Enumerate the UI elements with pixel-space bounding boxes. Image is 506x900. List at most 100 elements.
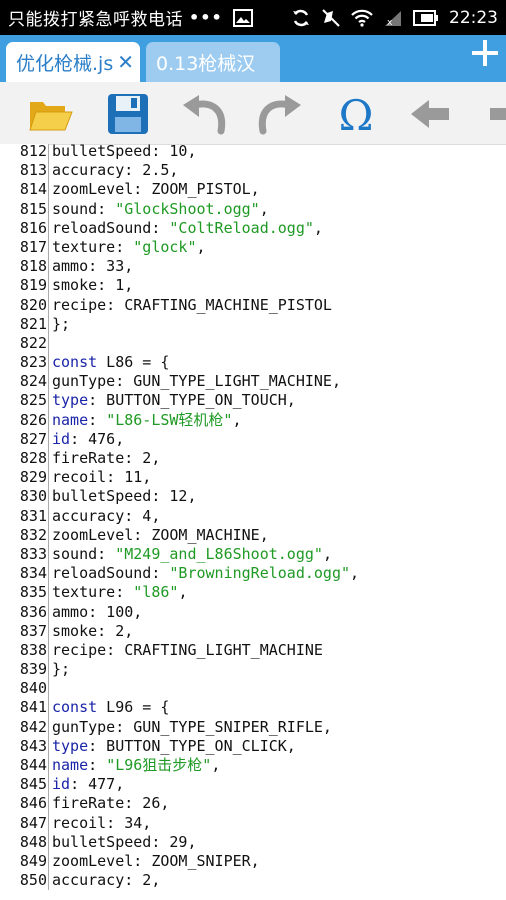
- more-toolbar-icon[interactable]: [484, 90, 506, 138]
- code-token: zoomLevel: ZOOM_MACHINE,: [52, 525, 269, 544]
- svg-text:Ω: Ω: [339, 92, 374, 136]
- gutter-divider: [48, 583, 49, 603]
- close-icon[interactable]: ✕: [117, 50, 134, 74]
- line-number: 848: [0, 832, 48, 852]
- code-text: type: BUTTON_TYPE_ON_CLICK,: [49, 737, 296, 756]
- code-text: recipe: CRAFTING_LIGHT_MACHINE: [49, 641, 323, 660]
- line-number: 813: [0, 161, 48, 181]
- code-line: 839};: [0, 660, 506, 680]
- keyword-token: type: [52, 391, 89, 410]
- keyword-token: name: [52, 410, 89, 429]
- code-token: ,: [178, 583, 188, 602]
- gutter-divider: [48, 506, 49, 526]
- code-token: ,: [322, 544, 332, 563]
- code-token: gunType: GUN_TYPE_SNIPER_RIFLE,: [52, 717, 332, 736]
- code-text: id: 477,: [49, 775, 124, 794]
- gutter-divider: [48, 544, 49, 565]
- line-number: 816: [0, 218, 48, 238]
- gutter-divider: [48, 199, 49, 219]
- code-text: [49, 334, 52, 353]
- omega-icon[interactable]: Ω: [332, 90, 380, 138]
- gutter-divider: [48, 144, 49, 162]
- line-number: 846: [0, 794, 48, 814]
- code-text: smoke: 1,: [49, 276, 133, 295]
- gutter-divider: [48, 851, 49, 872]
- gutter-divider: [48, 679, 49, 699]
- code-token: : 476,: [70, 429, 125, 448]
- code-token: zoomLevel: ZOOM_PISTOL,: [52, 180, 260, 199]
- code-token: recoil: 11,: [52, 468, 152, 487]
- code-text: type: BUTTON_TYPE_ON_TOUCH,: [49, 391, 296, 410]
- gutter-divider: [48, 295, 49, 315]
- code-text: bulletSpeed: 29,: [49, 833, 197, 852]
- code-token: sound:: [52, 544, 116, 563]
- line-number: 819: [0, 276, 48, 296]
- line-number: 822: [0, 333, 48, 354]
- back-arrow-icon[interactable]: [408, 90, 456, 138]
- gutter-divider: [48, 276, 49, 296]
- code-text: zoomLevel: ZOOM_SNIPER,: [49, 852, 260, 871]
- code-text: [49, 679, 52, 698]
- overflow-indicator: •••: [189, 8, 223, 27]
- string-token: "L86-LSW轻机枪": [106, 410, 233, 429]
- gutter-divider: [48, 161, 49, 181]
- line-number: 815: [0, 199, 48, 219]
- code-token: sound:: [52, 199, 116, 218]
- line-number: 849: [0, 851, 48, 872]
- code-text: recipe: CRAFTING_MACHINE_PISTOL: [49, 296, 332, 315]
- code-text: name: "L86-LSW轻机枪",: [49, 411, 242, 430]
- redo-icon[interactable]: [256, 90, 304, 138]
- tab-second-file[interactable]: 0.13枪械汉: [146, 42, 280, 82]
- code-token: L86 = {: [97, 353, 170, 372]
- code-text: };: [49, 660, 70, 679]
- gutter-divider: [48, 525, 49, 545]
- undo-icon[interactable]: [180, 90, 228, 138]
- gutter-divider: [48, 237, 49, 258]
- line-number: 845: [0, 775, 48, 795]
- string-token: "L96狙击步枪": [106, 756, 212, 774]
- code-line: 821};: [0, 314, 506, 334]
- gutter-divider: [48, 391, 49, 411]
- tab-active-file[interactable]: 优化枪械.js ✕: [6, 42, 140, 82]
- code-token: ,: [196, 237, 206, 256]
- code-text: recoil: 34,: [49, 814, 151, 833]
- code-token: fireRate: 26,: [52, 794, 170, 813]
- code-text: recoil: 11,: [49, 468, 151, 487]
- add-tab-icon[interactable]: [472, 40, 498, 66]
- code-text: texture: "glock",: [49, 238, 206, 257]
- code-text: fireRate: 26,: [49, 794, 169, 813]
- image-icon: [232, 7, 253, 29]
- code-token: smoke: 1,: [52, 276, 134, 295]
- gutter-divider: [48, 813, 49, 833]
- save-icon[interactable]: [104, 90, 152, 138]
- code-text: name: "L96狙击步枪",: [49, 756, 220, 775]
- code-token: zoomLevel: ZOOM_SNIPER,: [52, 851, 260, 870]
- code-token: L96 = {: [97, 698, 170, 717]
- folder-open-icon[interactable]: [26, 90, 74, 138]
- code-token: :: [88, 756, 107, 774]
- code-token: ,: [232, 410, 242, 429]
- gutter-divider: [48, 314, 49, 334]
- code-token: bulletSpeed: 10,: [52, 144, 197, 160]
- code-text: reloadSound: "ColtReload.ogg",: [49, 219, 323, 238]
- line-number: 833: [0, 544, 48, 565]
- string-token: "BrowningReload.ogg": [169, 564, 351, 583]
- gutter-divider: [48, 640, 49, 661]
